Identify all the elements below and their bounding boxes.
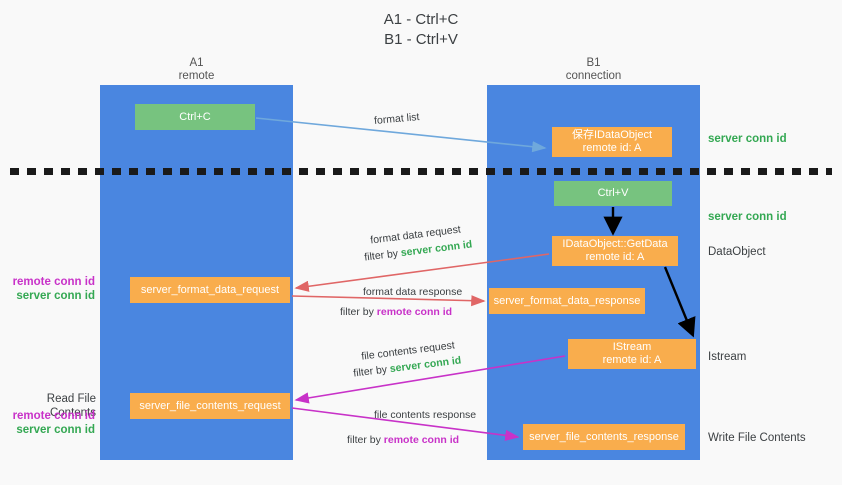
filter-prefix: filter by xyxy=(347,434,384,446)
note-server-conn-id-mid: server conn id xyxy=(708,211,787,223)
phase-divider xyxy=(10,168,832,175)
box-server-format-data-response[interactable]: server_format_data_response xyxy=(489,288,645,314)
filter-value-remote-conn-id: remote conn id xyxy=(376,306,453,318)
note-server-conn-id-top: server conn id xyxy=(708,133,787,145)
filter-prefix: filter by xyxy=(352,363,391,380)
box-idataobject-getdata[interactable]: IDataObject::GetData remote id: A xyxy=(552,236,678,266)
note-conn-ids-file: remote conn id server conn id xyxy=(10,409,95,437)
box-server-file-contents-response[interactable]: server_file_contents_response xyxy=(523,424,685,450)
edge-label-format-data-response: format data response xyxy=(363,286,463,298)
note-remote-conn-id-format: remote conn id xyxy=(12,276,95,288)
box-server-file-contents-request[interactable]: server_file_contents_request xyxy=(130,393,290,419)
note-remote-conn-id-file: remote conn id xyxy=(12,410,95,422)
note-dataobject: DataObject xyxy=(708,246,766,258)
box-istream[interactable]: IStream remote id: A xyxy=(568,339,696,369)
note-write-file-contents: Write File Contents xyxy=(708,432,806,444)
box-ctrl-c[interactable]: Ctrl+C xyxy=(135,104,255,130)
filter-value-remote-conn-id: remote conn id xyxy=(383,434,460,446)
note-istream: Istream xyxy=(708,351,747,363)
edge-label-file-contents-response-filter: filter by remote conn id xyxy=(347,433,459,447)
box-save-idataobject[interactable]: 保存IDataObject remote id: A xyxy=(552,127,672,157)
note-server-conn-id-file: server conn id xyxy=(16,424,95,436)
edge-label-format-list: format list xyxy=(373,111,420,127)
note-conn-ids-format: remote conn id server conn id xyxy=(10,275,95,303)
note-server-conn-id-format: server conn id xyxy=(16,290,95,302)
page-title: A1 - Ctrl+C B1 - Ctrl+V xyxy=(383,11,459,48)
filter-prefix: filter by xyxy=(363,247,402,264)
edge-label-format-data-response-filter: filter by remote conn id xyxy=(340,305,452,319)
box-ctrl-v[interactable]: Ctrl+V xyxy=(554,181,672,206)
column-header-a1: A1 remote xyxy=(178,57,215,82)
box-server-format-data-request[interactable]: server_format_data_request xyxy=(130,277,290,303)
filter-prefix: filter by xyxy=(340,306,377,318)
edge-label-file-contents-response: file contents response xyxy=(374,409,477,421)
note-read-file-contents: Read File Contents xyxy=(46,393,96,419)
column-header-b1: B1 connection xyxy=(565,57,622,82)
